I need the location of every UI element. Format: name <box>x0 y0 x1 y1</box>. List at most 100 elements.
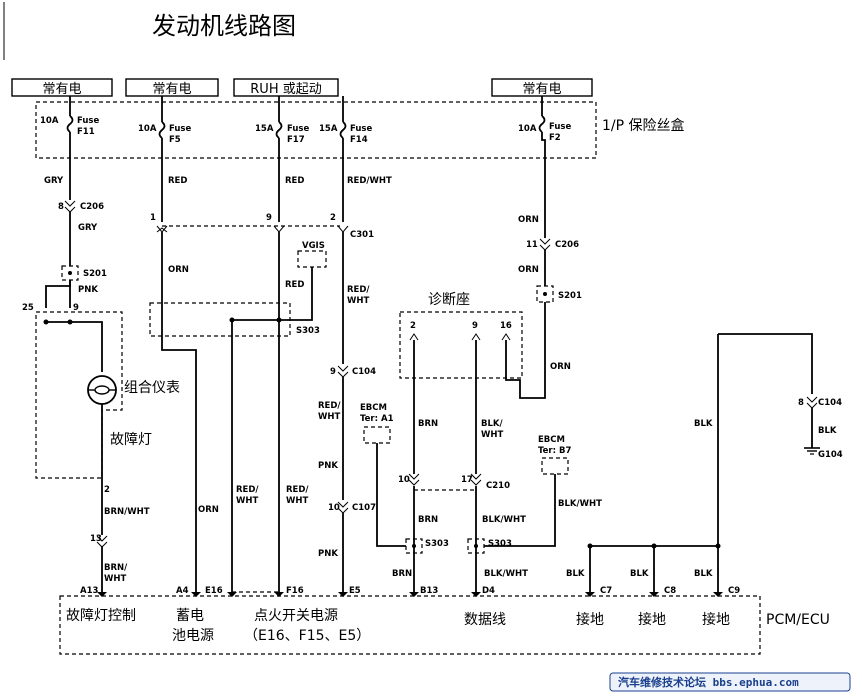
wire-label-blk-wht-3: BLK/WHT <box>484 569 528 579</box>
pcm-pin-c9: C9 <box>728 586 740 596</box>
wire-label-red-wht-2a: RED/ <box>347 285 370 295</box>
wire-label-pnk-3: PNK <box>318 549 338 559</box>
fuse-f5: 10A Fuse F5 <box>138 121 191 145</box>
wire-label-red-wht-e16a: RED/ <box>236 485 259 495</box>
fuse-f17: 15A Fuse F17 <box>255 121 309 145</box>
connector-c104-main <box>337 365 349 378</box>
wire-label-brn-wht-2a: BRN/ <box>104 563 128 573</box>
fuse-box-outline <box>35 101 597 159</box>
splice-s303-lower-right <box>467 538 485 554</box>
pcm-pin-d4: D4 <box>482 586 495 596</box>
splice-s303-lower-left <box>405 538 423 554</box>
fuse-f2-id: F2 <box>549 133 561 143</box>
power-source-1: 常有电 <box>11 78 113 97</box>
wire-label-pnk-1: PNK <box>78 285 98 295</box>
wire-label-brn-wht-2b: WHT <box>104 574 126 584</box>
pin-9-cluster: 9 <box>73 303 79 313</box>
ebcm-a1-ter: Ter: A1 <box>360 414 394 424</box>
fuse-f11-amp: 10A <box>40 116 59 126</box>
wire-label-orn-2: ORN <box>198 505 219 515</box>
wire-label-orn-3: ORN <box>550 362 571 372</box>
wire-label-blk-wht-2: BLK/WHT <box>482 515 526 525</box>
wire-ebcm-a1 <box>376 443 406 547</box>
power-source-2-label: 常有电 <box>152 82 191 97</box>
wire-orn-f2 <box>541 132 546 238</box>
wire-label-orn-5: ORN <box>518 265 539 275</box>
wire-label-red-wht-1: RED/WHT <box>347 176 392 186</box>
wire-label-red-wht-3b: WHT <box>318 412 340 422</box>
wire-label-blk-2: BLK <box>694 419 713 429</box>
connector-label-c210: C210 <box>486 481 510 491</box>
splice-label-s303-upper: S303 <box>296 326 320 336</box>
diag-pin-2: 2 <box>410 321 416 331</box>
connector-label-c104-main: C104 <box>352 367 376 377</box>
ebcm-b7-name: EBCM <box>538 435 565 445</box>
pin-10-c210: 10 <box>398 475 410 485</box>
diag-pin-16: 16 <box>500 321 512 331</box>
wire-label-red-3: RED <box>285 280 304 290</box>
pcm-outline <box>59 595 761 655</box>
connector-c104-ground <box>806 396 818 409</box>
pin-9-c104: 9 <box>330 367 336 377</box>
splice-label-s303-lower-right: S303 <box>488 539 512 549</box>
ground-icon <box>804 447 820 455</box>
fuse-f5-amp: 10A <box>138 124 157 134</box>
pin-8-c104: 8 <box>798 398 804 408</box>
vgis-box <box>297 250 327 268</box>
connector-label-c206-right: C206 <box>555 240 579 250</box>
wire-blk-ground-top <box>718 333 813 394</box>
pin-25: 25 <box>22 303 34 313</box>
power-source-4: 常有电 <box>491 78 593 97</box>
power-source-3-label: RUH 或起动 <box>250 82 321 97</box>
pin-13: 13 <box>90 534 102 544</box>
vgis-label: VGIS <box>302 241 325 251</box>
wire-label-red-wht-e16b: WHT <box>236 496 258 506</box>
wire-label-gry-2: GRY <box>78 223 98 233</box>
wire-label-pnk-2: PNK <box>318 461 338 471</box>
pin-2-cluster: 2 <box>104 485 110 495</box>
diag-block-outline <box>399 311 523 379</box>
fuse-f5-id: F5 <box>169 135 181 145</box>
wire-label-blk-c9: BLK <box>694 569 713 579</box>
wire-label-brn-1: BRN <box>418 419 438 429</box>
wire-label-blk-1: BLK <box>818 426 837 436</box>
fuse-f14: 15A Fuse F14 <box>319 121 372 145</box>
connector-label-c107: C107 <box>352 503 376 513</box>
wire-cluster-to-lamp <box>70 321 103 372</box>
ebcm-a1-name: EBCM <box>360 403 387 413</box>
wire-label-red-wht-f16a: RED/ <box>286 485 309 495</box>
pcm-label-data-line: 数据线 <box>464 612 506 628</box>
fuse-f2-name: Fuse <box>549 122 571 132</box>
wire-label-blk-c7: BLK <box>566 569 585 579</box>
wire-label-brn-2: BRN <box>418 515 438 525</box>
pin-10-c107: 10 <box>328 503 340 513</box>
power-source-3: RUH 或起动 <box>233 78 339 97</box>
fuse-f14-name: Fuse <box>350 124 372 134</box>
fuse-f11-name: Fuse <box>77 116 99 126</box>
splice-s201-right <box>536 285 554 303</box>
fuse-f11-id: F11 <box>77 127 95 137</box>
pcm-label-ignition-1: 点火开关电源 <box>254 608 338 624</box>
connector-c206-right <box>539 238 551 251</box>
pcm-pin-e5: E5 <box>349 586 361 596</box>
ebcm-a1-box <box>363 426 391 444</box>
wire-label-blk-c8: BLK <box>630 569 649 579</box>
pcm-label-ignition-2: （E16、F15、E5） <box>244 628 370 644</box>
wire-label-brn-wht-1: BRN/WHT <box>104 507 150 517</box>
pcm-pin-a4: A4 <box>176 586 189 596</box>
pcm-label-ground-c7: 接地 <box>576 611 604 628</box>
splice-label-s303-lower-left: S303 <box>425 539 449 549</box>
pcm-pin-c8: C8 <box>664 586 676 596</box>
pcm-pin-a13: A13 <box>80 586 98 596</box>
ebcm-b7-ter: Ter: B7 <box>538 446 571 456</box>
power-source-1-label: 常有电 <box>42 82 81 97</box>
pcm-label-fault-ctrl: 故障灯控制 <box>66 608 136 624</box>
fuse-box-label: 1/P 保险丝盒 <box>602 117 685 134</box>
wire-label-gry-1: GRY <box>44 176 64 186</box>
pcm-pin-b13: B13 <box>420 586 438 596</box>
wire-label-blk-wht-ebcm: BLK/WHT <box>558 499 602 509</box>
connector-c206-left <box>64 200 76 213</box>
wire-pnk-left <box>45 280 71 308</box>
ebcm-b7-box <box>541 457 569 475</box>
fuse-f14-id: F14 <box>350 135 368 145</box>
